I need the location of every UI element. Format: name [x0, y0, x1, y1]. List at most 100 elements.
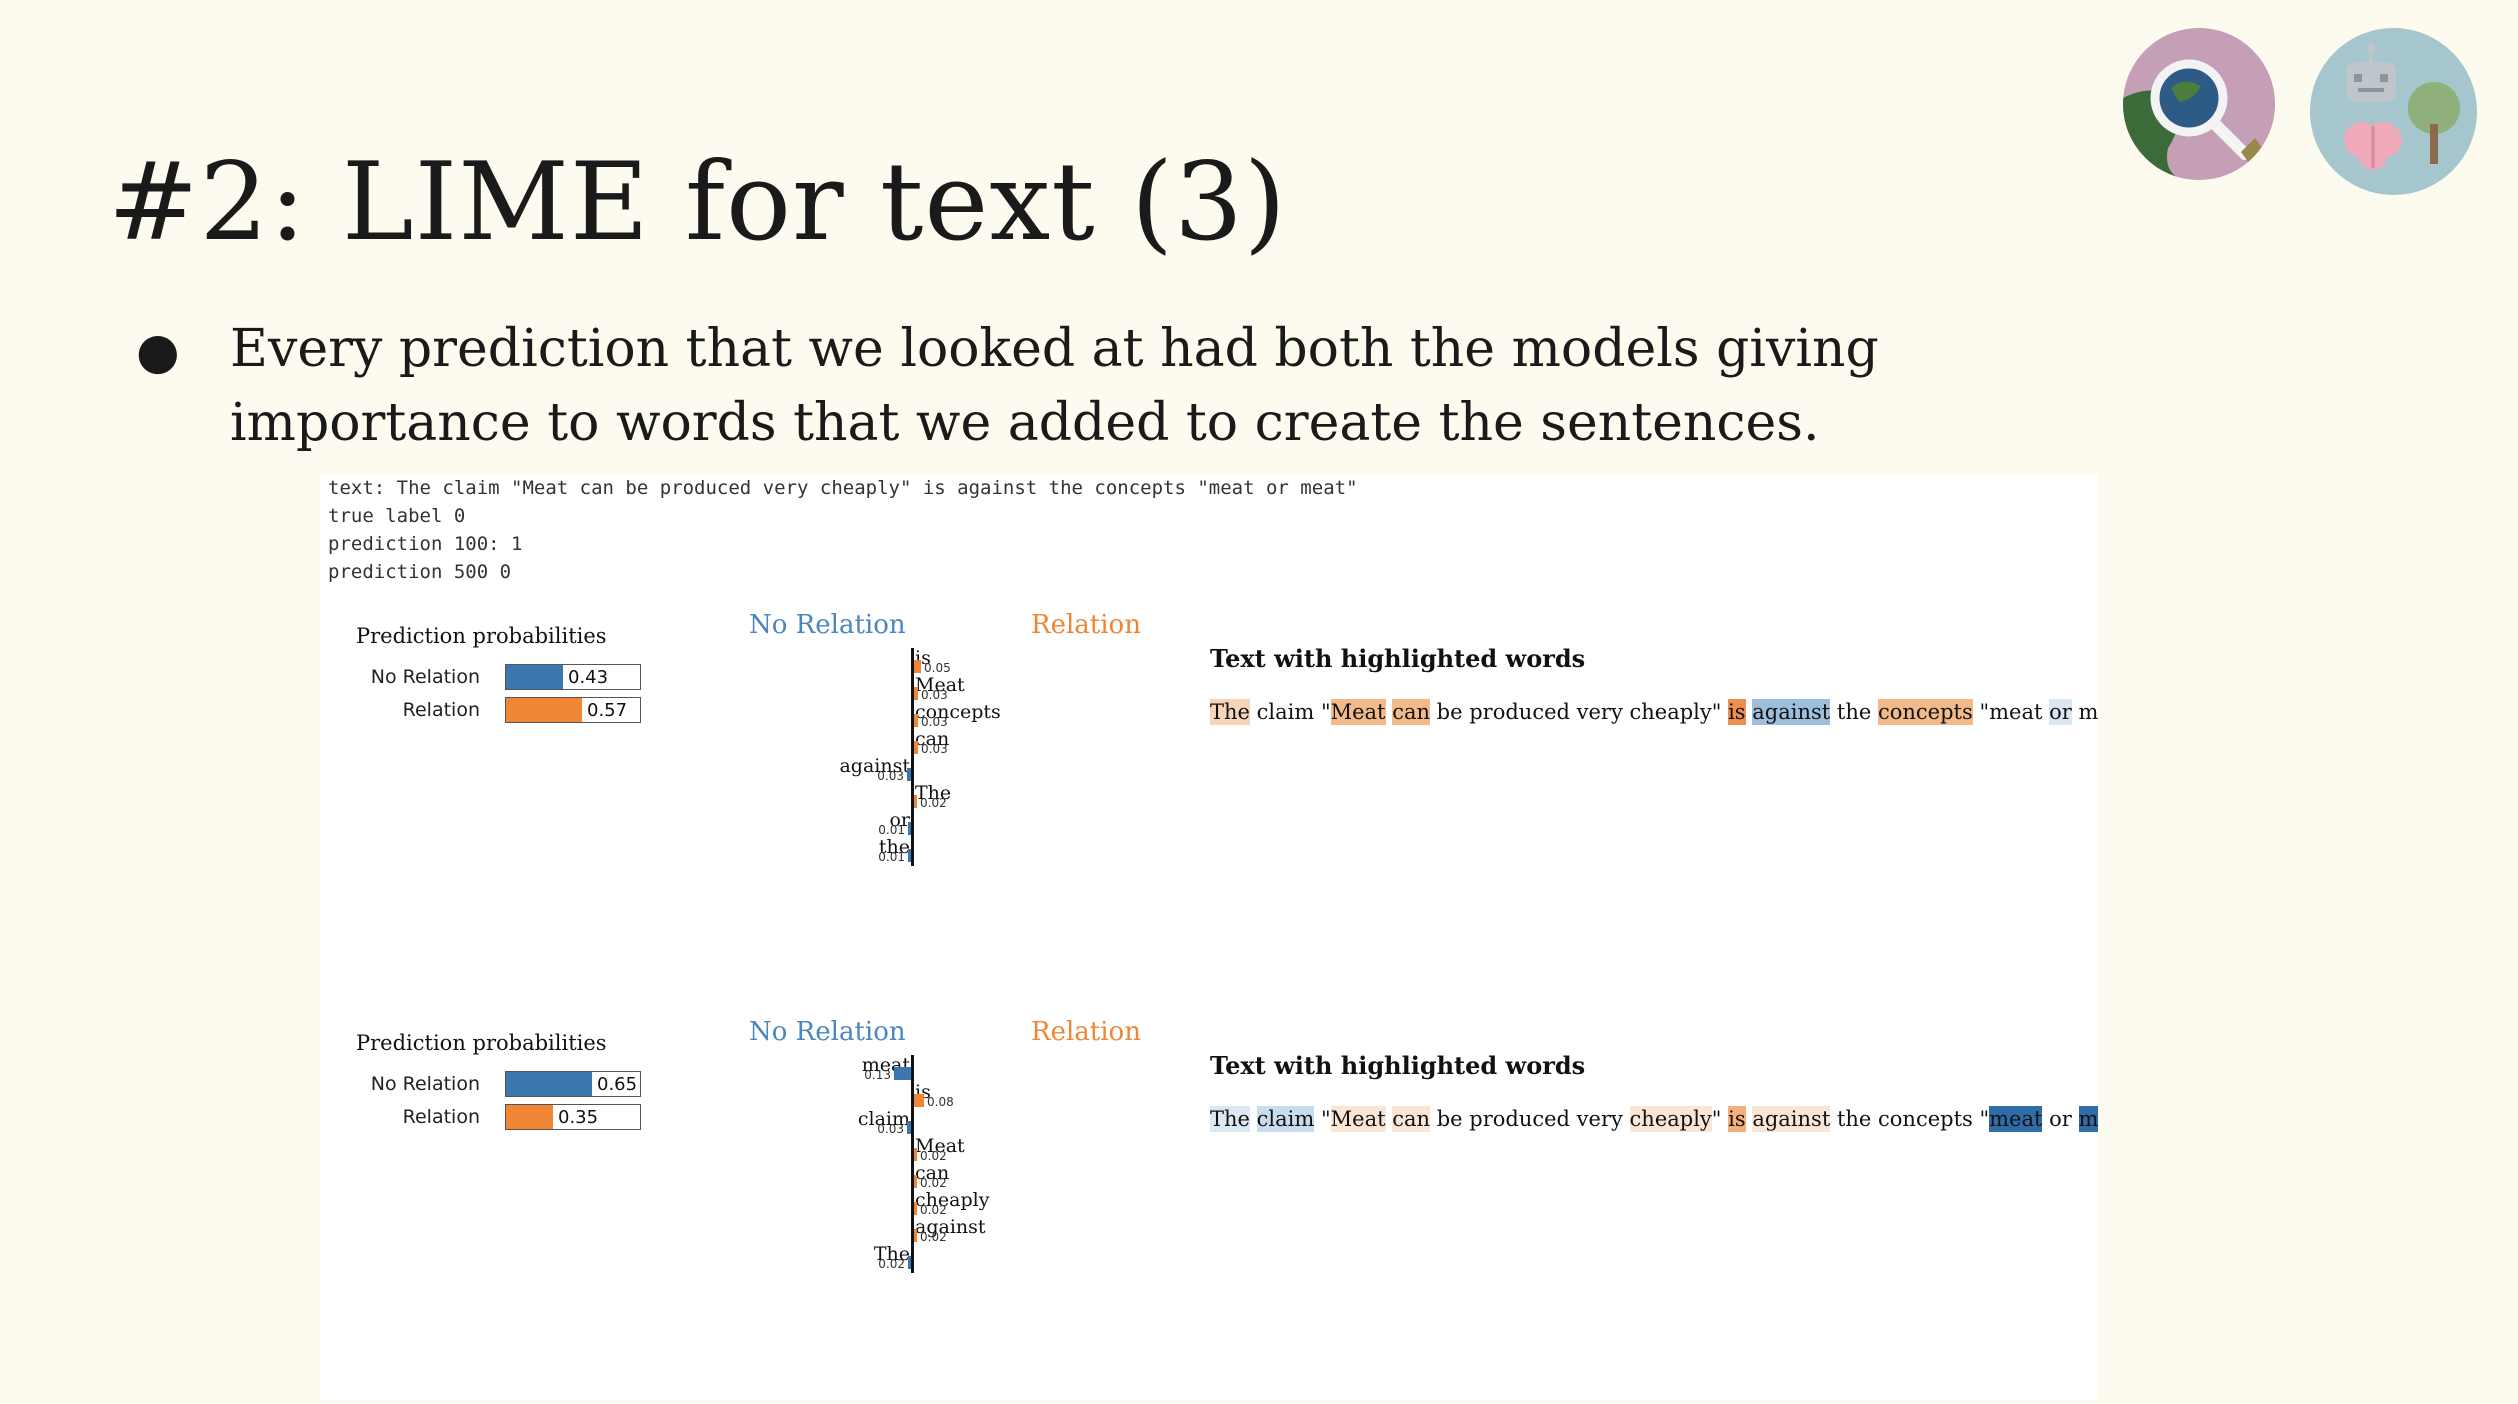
highlighted-token: is [1728, 1106, 1746, 1132]
prob-value-relation: 0.35 [558, 1107, 599, 1128]
feature-bar [914, 795, 917, 808]
prediction-probabilities-title: Prediction probabilities [356, 624, 607, 648]
plain-token: " [1711, 1107, 1729, 1131]
highlighted-text-title: Text with highlighted words [1210, 644, 1586, 673]
feature-bar [908, 822, 911, 835]
feature-word: can [915, 728, 950, 750]
feature-word: The [873, 1243, 910, 1265]
highlighted-token: concepts [1877, 699, 1973, 725]
prob-fill-relation [506, 698, 582, 722]
highlighted-token: can [1392, 1106, 1431, 1132]
explanation-2: Prediction probabilities No Relation 0.6… [320, 1017, 2098, 1400]
explanation-1: Prediction probabilities No Relation 0.4… [320, 610, 2098, 1000]
feature-bar [914, 741, 918, 754]
feature-bar [894, 1067, 911, 1080]
plain-token: the concepts " [1830, 1107, 1990, 1131]
feature-word: or [889, 809, 910, 831]
feature-bar [914, 1229, 917, 1242]
feature-value: 0.02 [920, 796, 947, 810]
class-head-relation: Relation [1031, 1017, 1141, 1047]
plain-token: be produced very [1430, 1107, 1630, 1131]
feature-value: 0.01 [878, 850, 905, 864]
highlighted-text: The claim "Meat can be produced very che… [1210, 1105, 2098, 1133]
bullet-text: Every prediction that we looked at had b… [230, 319, 1879, 453]
feature-value: 0.13 [864, 1068, 891, 1082]
highlighted-token: or [2049, 699, 2072, 725]
class-head-relation: Relation [1031, 610, 1141, 640]
feature-bar [914, 660, 921, 673]
feature-word: concepts [915, 701, 1001, 723]
plain-token: " [1314, 1107, 1331, 1131]
feature-value: 0.01 [878, 823, 905, 837]
highlighted-text: The claim "Meat can be produced very che… [1210, 698, 2098, 726]
class-head-no-relation: No Relation [749, 1017, 906, 1047]
highlighted-token: Meat [1330, 1106, 1386, 1132]
feature-word: The [915, 782, 952, 804]
feature-bar [907, 768, 911, 781]
feature-word: cheaply [915, 1189, 990, 1211]
feature-word: can [915, 1162, 950, 1184]
feature-bar [914, 687, 918, 700]
prob-value-relation: 0.57 [587, 700, 628, 721]
feature-bar [914, 1202, 917, 1215]
robot-brain-tree-logo [2310, 28, 2477, 195]
feature-word: the [878, 836, 910, 858]
feature-value: 0.02 [920, 1203, 947, 1217]
plain-token: be produced very cheaply" [1430, 700, 1729, 724]
highlighted-token: against [1752, 699, 1831, 725]
highlighted-token: meat [2078, 1106, 2098, 1132]
highlighted-token: The [1210, 699, 1250, 725]
bullet-dot: ● [136, 322, 180, 380]
highlighted-text-title: Text with highlighted words [1210, 1051, 1586, 1080]
plain-token: "meat [1972, 700, 2050, 724]
feature-value: 0.02 [920, 1230, 947, 1244]
highlighted-token: is [1728, 699, 1746, 725]
prob-bar-no-relation: 0.65 [505, 1071, 641, 1097]
feature-bar [908, 1256, 911, 1269]
feature-bar [907, 1121, 911, 1134]
lime-output-panel: text: The claim "Meat can be produced ve… [320, 474, 2098, 1400]
highlighted-token: against [1752, 1106, 1831, 1132]
feature-value: 0.03 [921, 715, 948, 729]
slide-title: #2: LIME for text (3) [108, 140, 1287, 265]
feature-word: Meat [915, 674, 965, 696]
prob-label-relation: Relation [402, 699, 480, 721]
feature-value: 0.02 [920, 1149, 947, 1163]
highlighted-token: meat [1989, 1106, 2043, 1132]
feature-bar [914, 1175, 917, 1188]
highlighted-token: claim [1256, 1106, 1315, 1132]
feature-value: 0.03 [921, 688, 948, 702]
feature-bar [914, 1094, 924, 1107]
feature-bar [908, 849, 911, 862]
prob-fill-relation [506, 1105, 553, 1129]
prediction-500-line: prediction 500 0 [328, 561, 512, 583]
prediction-100-line: prediction 100: 1 [328, 533, 523, 555]
feature-value: 0.08 [927, 1095, 954, 1109]
prediction-probabilities-title: Prediction probabilities [356, 1031, 607, 1055]
plain-token [1250, 1106, 1257, 1132]
highlighted-token: can [1392, 699, 1430, 725]
prob-bar-relation: 0.57 [505, 697, 641, 723]
highlighted-token: cheaply [1629, 1106, 1712, 1132]
prob-bar-relation: 0.35 [505, 1104, 641, 1130]
feature-axis [911, 1055, 914, 1273]
feature-bar [914, 1148, 917, 1161]
plain-token: the [1830, 700, 1878, 724]
magnifier-globe-logo [2123, 28, 2275, 180]
prob-fill-no-relation [506, 1072, 592, 1096]
feature-value: 0.02 [878, 1257, 905, 1271]
prob-value-no-relation: 0.43 [568, 667, 609, 688]
prob-fill-no-relation [506, 665, 563, 689]
prob-label-relation: Relation [402, 1106, 480, 1128]
true-label-line: true label 0 [328, 505, 466, 527]
prob-label-no-relation: No Relation [370, 1073, 480, 1095]
plain-token: meat" [2078, 700, 2098, 724]
feature-word: Meat [915, 1135, 965, 1157]
text-line: text: The claim "Meat can be produced ve… [328, 477, 1358, 499]
feature-bar [914, 714, 918, 727]
class-head-no-relation: No Relation [749, 610, 906, 640]
feature-word: claim [857, 1108, 910, 1130]
feature-word: against [915, 1216, 986, 1238]
highlighted-token: The [1210, 1106, 1250, 1132]
feature-value: 0.03 [877, 1122, 904, 1136]
